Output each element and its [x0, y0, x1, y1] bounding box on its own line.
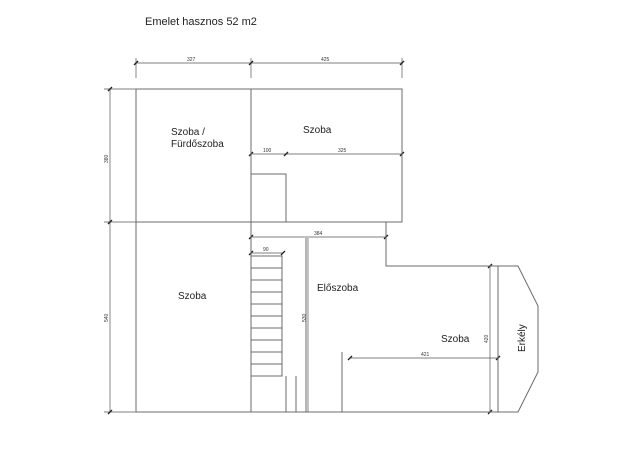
room-label-szoba-furdo-2: Fürdőszoba [171, 139, 224, 150]
dimension-lines [104, 58, 501, 415]
room-label-szoba-left: Szoba [178, 291, 207, 302]
room-label-szoba-right: Szoba [441, 334, 470, 345]
room-label-szoba-top: Szoba [303, 125, 332, 136]
room-label-erkely: Erkély [517, 324, 528, 352]
dim-label-384: 384 [314, 231, 323, 237]
dim-label-100: 100 [263, 148, 272, 154]
plan-title: Emelet hasznos 52 m2 [145, 16, 257, 28]
dim-label-327: 327 [187, 57, 196, 63]
dim-label-530: 530 [302, 313, 308, 322]
dim-label-421: 421 [421, 352, 430, 358]
dim-label-380: 380 [104, 154, 110, 163]
dim-label-540: 540 [104, 313, 110, 322]
dim-label-425: 425 [321, 57, 330, 63]
dim-label-90: 90 [263, 247, 269, 253]
staircase [250, 173, 297, 412]
room-label-eloszoba: Előszoba [317, 283, 359, 294]
dim-label-325: 325 [338, 148, 347, 154]
dim-label-420: 420 [484, 334, 490, 343]
room-label-szoba-furdo-1: Szoba / [171, 127, 205, 138]
